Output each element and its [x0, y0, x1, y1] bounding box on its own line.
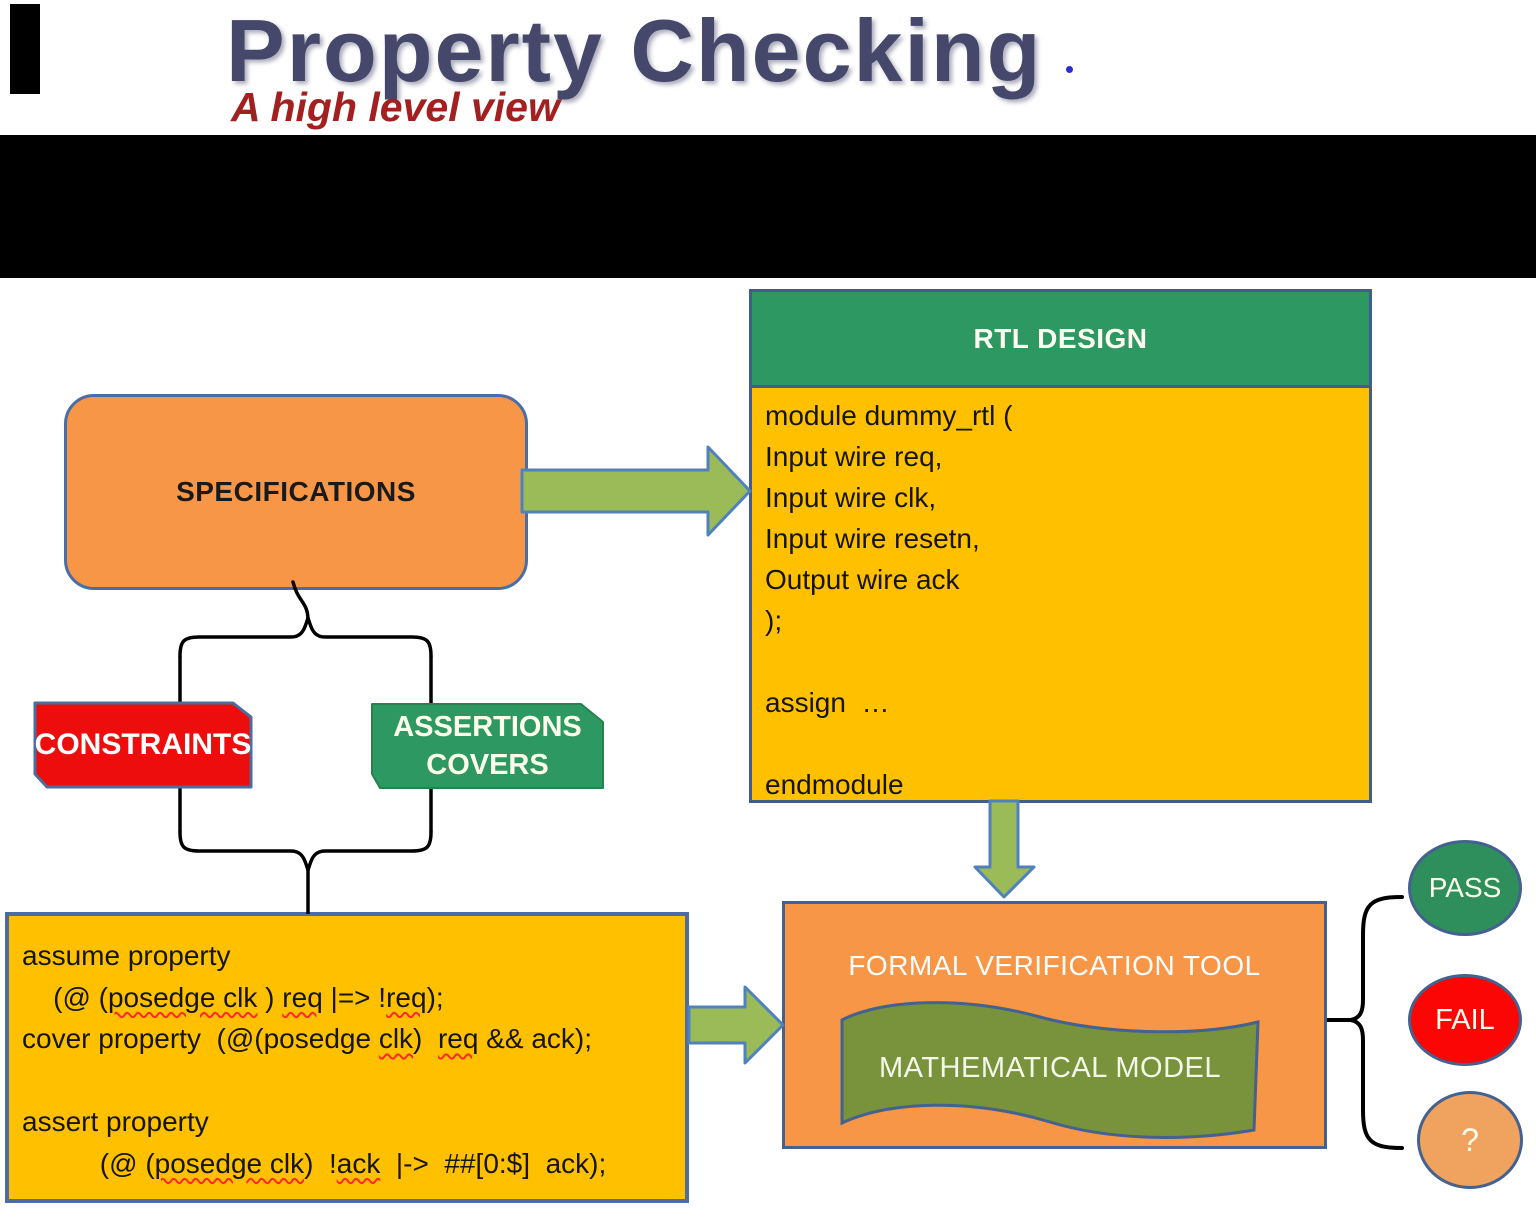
rtl-code-line: endmodule: [765, 769, 904, 800]
outcome-unknown-label: ?: [1461, 1121, 1479, 1158]
page-subtitle: A high level view: [231, 84, 560, 130]
property-code-line: (@ (posedge clk ) req |=> !req);: [22, 981, 444, 1013]
rtl-code-line: Output wire ack: [765, 564, 960, 595]
rtl-code-block: module dummy_rtl ( Input wire req, Input w…: [765, 395, 1012, 805]
rtl-code-line: Input wire req,: [765, 441, 943, 472]
outcome-fail: FAIL: [1408, 974, 1522, 1066]
constraints-banner-label: CONSTRAINTS: [34, 728, 252, 761]
brace-bottom: [178, 830, 433, 876]
property-code-line: [22, 1060, 606, 1102]
assertions-banner-line1: ASSERTIONS: [393, 711, 582, 743]
rtl-design-header: RTL DESIGN: [752, 292, 1369, 388]
rtl-code-line: Input wire resetn,: [765, 523, 980, 554]
rtl-design-header-label: RTL DESIGN: [973, 322, 1148, 354]
property-code-box: [5, 912, 689, 1203]
assertions-banner-line2: COVERS: [426, 749, 549, 781]
formal-verification-tool-box: [782, 901, 1327, 1149]
property-code-line: cover property (@(posedge clk) req && ac…: [22, 1023, 592, 1054]
fvt-title: FORMAL VERIFICATION TOOL: [848, 950, 1261, 981]
arrow-rtl-to-fvt: [973, 799, 1036, 899]
property-code-block: assume property (@ (posedge clk ) req |=…: [22, 935, 606, 1184]
assertions-covers-banner-label: ASSERTIONS COVERS: [372, 704, 603, 788]
corner-mark: [10, 4, 40, 94]
rtl-code-line: module dummy_rtl (: [765, 400, 1013, 431]
brace-top: [178, 612, 433, 658]
outcome-pass: PASS: [1408, 840, 1522, 936]
property-code-line: assume property: [22, 940, 231, 971]
rtl-design-box: RTL DESIGN: [749, 289, 1372, 803]
redaction-bar: [0, 135, 1536, 278]
specifications-label: SPECIFICATIONS: [176, 476, 416, 507]
page-title: Property Checking: [226, 1, 1043, 100]
rtl-code-line: [765, 641, 1012, 682]
rtl-code-line: );: [765, 605, 783, 636]
rtl-code-line: [765, 723, 1012, 764]
rtl-code-line: Input wire clk,: [765, 482, 937, 513]
specifications-box: SPECIFICATIONS: [64, 394, 528, 590]
outcome-pass-label: PASS: [1428, 872, 1502, 903]
arrow-spec-to-rtl: [520, 445, 752, 537]
outcome-unknown: ?: [1417, 1091, 1523, 1189]
output-brace: [1350, 895, 1404, 1150]
mathematical-model-label: MATHEMATICAL MODEL: [879, 1052, 1221, 1084]
property-code-line: (@ (posedge clk) !ack |-> ##[0:$] ack);: [22, 1147, 607, 1179]
title-artifact-dot: [1066, 66, 1073, 73]
outcome-fail-label: FAIL: [1435, 1003, 1495, 1036]
rtl-code-line: assign …: [765, 687, 890, 718]
arrow-prop-to-fvt: [687, 985, 785, 1065]
property-code-line: assert property: [22, 1106, 209, 1137]
